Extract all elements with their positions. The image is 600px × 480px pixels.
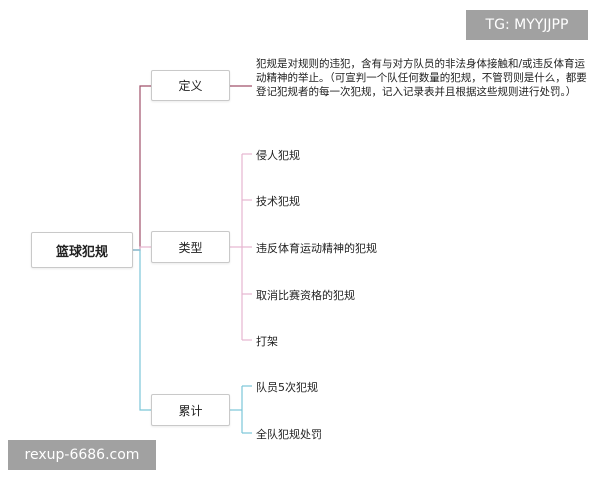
- cumulative-item-team-foul-penalty: 全队犯规处罚: [256, 428, 322, 441]
- type-item-technical-foul: 技术犯规: [256, 195, 300, 208]
- watermark-bottom-left: rexup-6686.com: [8, 440, 156, 470]
- definition-label: 定义: [178, 79, 203, 93]
- root-node: 篮球犯规: [31, 232, 133, 268]
- cumulative-item-player-five-fouls: 队员5次犯规: [256, 381, 318, 394]
- types-label: 类型: [178, 240, 203, 255]
- type-item-disqualifying-foul: 取消比赛资格的犯规: [256, 289, 355, 302]
- definition-node: 定义: [151, 70, 230, 101]
- cumulative-label: 累计: [178, 403, 203, 418]
- watermark-top-right: TG: MYYJJPP: [466, 10, 588, 40]
- root-label: 篮球犯规: [55, 244, 108, 260]
- type-item-unsportsmanlike-foul: 违反体育运动精神的犯规: [256, 242, 377, 255]
- definition-text: 犯规是对规则的违犯，含有与对方队员的非法身体接触和/或违反体育运动精神的举止。（…: [256, 58, 587, 98]
- cumulative-node: 累计: [151, 394, 230, 426]
- connector-root-definition: [133, 85, 151, 251]
- connector-root-cumulative: [133, 249, 151, 411]
- type-item-fighting: 打架: [256, 335, 278, 348]
- connector-cumulative-items: [230, 385, 252, 434]
- types-node: 类型: [151, 231, 230, 263]
- connector-types-items: [230, 153, 252, 341]
- type-item-personal-foul: 侵人犯规: [256, 149, 300, 162]
